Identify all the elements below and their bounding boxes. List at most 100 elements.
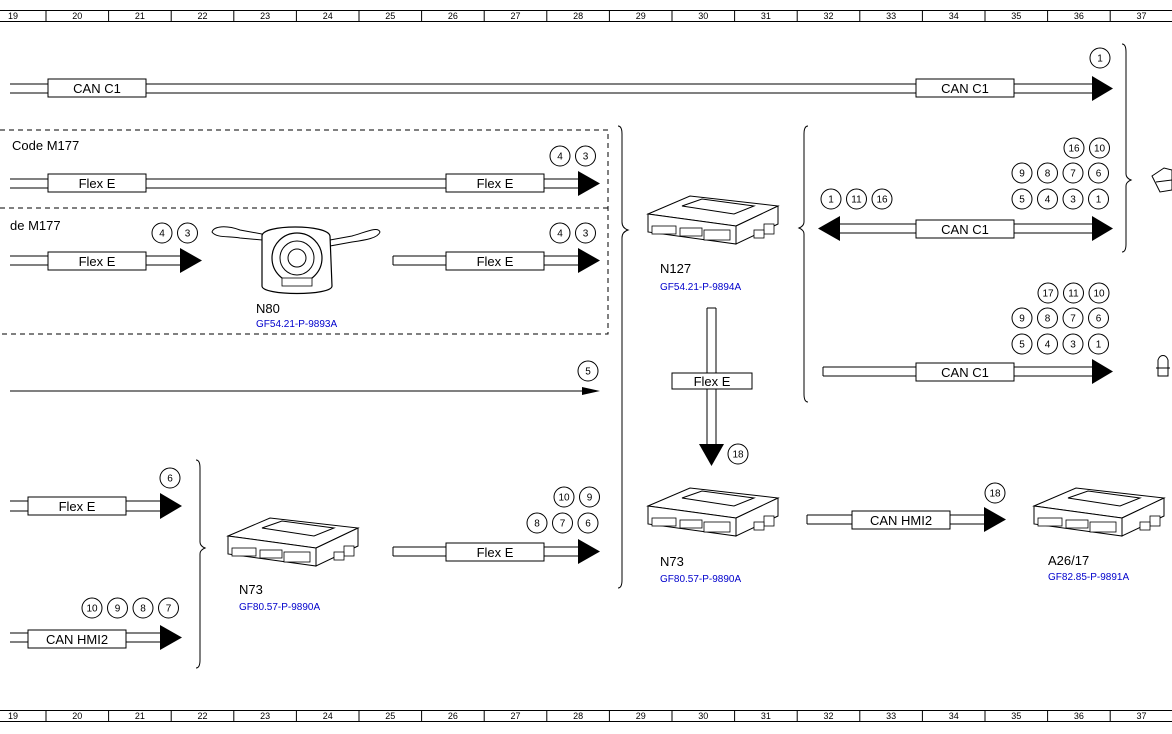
marker-circle (553, 486, 575, 508)
ruler-number: 29 (636, 711, 646, 721)
component-ref-link[interactable]: GF54.21-P-9894A (660, 282, 741, 293)
marker-number: 10 (558, 493, 570, 504)
marker-circle (1062, 307, 1084, 329)
ruler-number: 32 (823, 11, 833, 21)
marker-number: 7 (560, 519, 566, 530)
ruler-number: 32 (823, 711, 833, 721)
ruler-number: 37 (1136, 711, 1146, 721)
component-name: N127 (660, 261, 691, 276)
ruler-number: 24 (323, 11, 333, 21)
marker-number: 6 (1096, 169, 1102, 180)
ruler-number: 19 (8, 711, 18, 721)
marker-number: 8 (534, 519, 540, 530)
marker-number: 1 (1097, 54, 1103, 65)
ruler-number: 27 (510, 11, 520, 21)
ruler-number: 36 (1074, 11, 1084, 21)
marker-number: 8 (140, 604, 146, 615)
component-ref-link[interactable]: GF80.57-P-9890A (239, 602, 320, 613)
code-m177-box: Code M177 de M177 (0, 129, 609, 335)
marker-circle (1088, 162, 1109, 184)
flex-e-label: Flex E (477, 545, 514, 560)
marker-circle (727, 443, 749, 465)
marker-circle (1037, 188, 1058, 210)
marker-number: 10 (86, 604, 98, 615)
marker-number: 9 (1019, 314, 1025, 325)
marker-circle (577, 360, 599, 382)
marker-circle (107, 597, 128, 619)
marker-number: 6 (167, 474, 173, 485)
ruler-number: 34 (949, 711, 959, 721)
can-c1-label: CAN C1 (941, 365, 989, 380)
marker-number: 10 (1093, 289, 1105, 300)
marker-circle (1037, 282, 1059, 304)
marker-circle (1063, 137, 1085, 159)
ruler-number: 23 (260, 11, 270, 21)
marker-circle (526, 512, 548, 534)
marker-circle (1062, 333, 1084, 355)
marker-circle (1037, 333, 1058, 355)
ruler-number: 22 (197, 11, 207, 21)
ruler-number: 31 (761, 711, 771, 721)
flex-e-label: Flex E (477, 176, 514, 191)
marker-circle (1089, 137, 1110, 159)
ruler-number: 34 (949, 11, 959, 21)
component-ref-link[interactable]: GF82.85-P-9891A (1048, 572, 1129, 583)
marker-circle (1037, 307, 1058, 329)
n73-right-ecu: N73 GF80.57-P-9890A (647, 487, 779, 585)
marker-number: 18 (989, 489, 1001, 500)
can-c1-lower-bus: CAN C1 (822, 359, 1113, 384)
marker-circle (177, 222, 198, 244)
code-label: Code M177 (12, 138, 79, 153)
marker-circle (151, 222, 173, 244)
marker-circle (1089, 47, 1111, 69)
marker-circle (1062, 188, 1084, 210)
marker-circle (1011, 333, 1033, 355)
marker-circle (577, 512, 599, 534)
n127-ecu: N127 GF54.21-P-9894A (647, 195, 779, 293)
ruler-number: 20 (72, 11, 82, 21)
ruler-number: 28 (573, 711, 583, 721)
flex-e-label: Flex E (79, 176, 116, 191)
marker-circle (1011, 307, 1033, 329)
marker-number: 9 (587, 493, 593, 504)
marker-number: 3 (583, 229, 589, 240)
a26-17-ecu: A26/17 GF82.85-P-9891A (1033, 487, 1165, 583)
component-ref-link[interactable]: GF54.21-P-9893A (256, 319, 337, 330)
group-bracket (195, 459, 207, 669)
partial-device-icon (1151, 167, 1172, 193)
marker-circle (1088, 188, 1109, 210)
marker-number: 4 (1045, 195, 1051, 206)
flex-e-vertical-bus: Flex E (671, 307, 753, 466)
component-name: N73 (660, 554, 684, 569)
ruler-number: 30 (698, 11, 708, 21)
marker-number: 1 (828, 195, 834, 206)
ruler-number: 24 (323, 711, 333, 721)
marker-circle (1088, 282, 1110, 304)
marker-number: 10 (1094, 144, 1106, 155)
ruler-number: 25 (385, 711, 395, 721)
marker-circle (820, 188, 842, 210)
ruler-number: 36 (1074, 711, 1084, 721)
component-ref-link[interactable]: GF80.57-P-9890A (660, 574, 741, 585)
marker-circle (1062, 162, 1084, 184)
marker-number: 7 (1070, 314, 1076, 325)
marker-number: 5 (1019, 340, 1025, 351)
group-bracket (617, 125, 630, 589)
marker-circle (1088, 307, 1109, 329)
ruler-number: 30 (698, 711, 708, 721)
marker-circle (871, 188, 893, 210)
ruler-number: 19 (8, 11, 18, 21)
marker-number: 8 (1045, 169, 1051, 180)
marker-circle (575, 145, 596, 167)
can-c1-label: CAN C1 (941, 222, 989, 237)
marker-number: 6 (1096, 314, 1102, 325)
marker-circle (549, 145, 571, 167)
marker-circle (984, 482, 1006, 504)
can-c1-bidirectional-bus: CAN C1 (818, 216, 1113, 241)
flex-e-label: Flex E (79, 254, 116, 269)
can-c1-label: CAN C1 (941, 81, 989, 96)
marker-number: 5 (585, 367, 591, 378)
marker-number: 8 (1045, 314, 1051, 325)
